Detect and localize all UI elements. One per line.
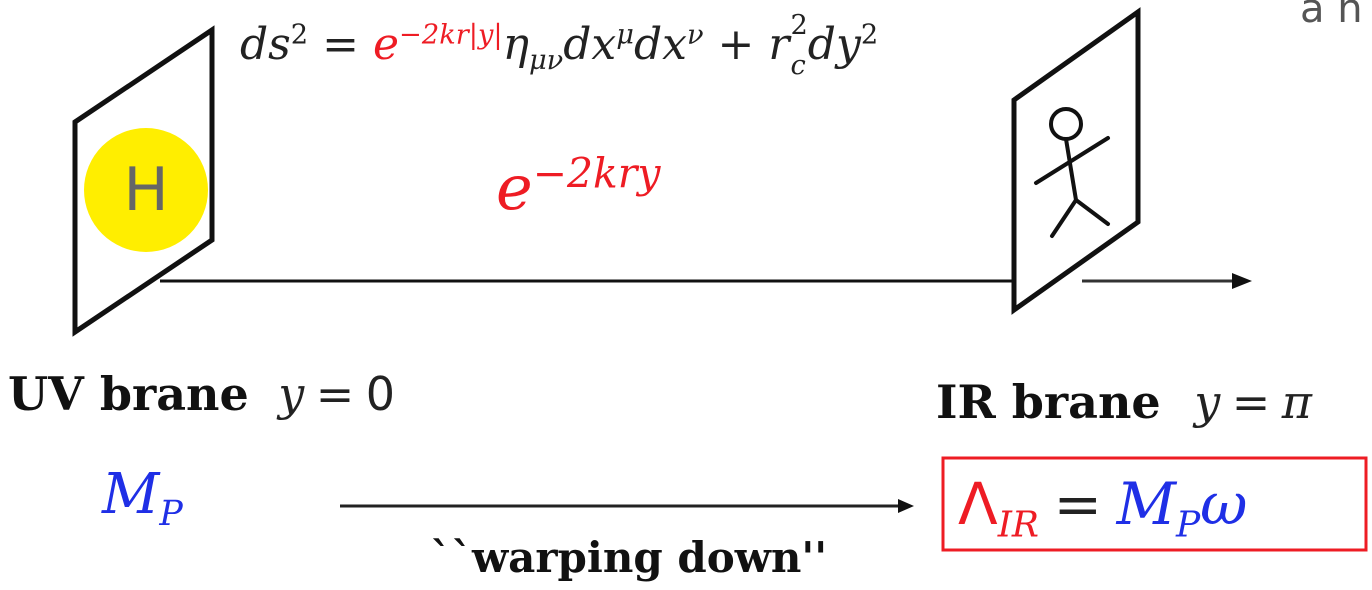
metric-dx-mu: dx — [563, 19, 617, 70]
extra-dimension-arrowhead — [1232, 273, 1252, 289]
ir-coord-eq: = — [1231, 375, 1271, 429]
metric-eta-sub: μν — [528, 44, 564, 76]
warping-down-label: ``warping down'' — [430, 533, 828, 582]
observer-stick-figure-icon — [1034, 107, 1110, 238]
metric-dx-nu: dx — [633, 19, 687, 70]
metric-ds-exp: 2 — [290, 19, 309, 51]
metric-plus: + — [717, 19, 755, 70]
higgs-label: H — [123, 155, 169, 225]
ir-brane-label: IR brane — [936, 375, 1161, 429]
uv-coord-eq: = — [315, 367, 355, 421]
corner-text: a n — [1300, 0, 1363, 32]
ir-brane-plane — [1011, 7, 1141, 315]
lambda-sub: IR — [997, 504, 1039, 546]
planck-mass-label: MP — [102, 462, 183, 535]
metric-eta: η — [502, 19, 529, 70]
lambda-ir-box — [941, 456, 1368, 552]
warp-factor-label: e−2kry — [496, 149, 661, 224]
uv-coord-val: 0 — [365, 367, 396, 421]
metric-rc: r — [768, 19, 790, 70]
ir-coord-val: π — [1281, 375, 1312, 429]
uv-coord-var: y — [278, 367, 305, 421]
metric-warp-factor: e−2kr|y| — [372, 19, 503, 70]
metric-ds: ds — [240, 19, 291, 70]
metric-equals: = — [322, 19, 359, 70]
ir-coord-var: y — [1194, 375, 1221, 429]
lambda-ir-formula: ΛIR = MPω — [958, 470, 1248, 546]
ir-brane-caption: IR brane y = π — [936, 372, 1312, 433]
metric-dy: dy — [807, 19, 861, 70]
lambda-eq: = — [1053, 470, 1103, 538]
lambda-omega: ω — [1200, 470, 1248, 538]
lambda-symbol: Λ — [958, 470, 998, 538]
warping-arrowhead — [898, 499, 914, 513]
uv-brane-caption: UV brane y = 0 — [8, 364, 395, 425]
lambda-mp: M — [1116, 470, 1176, 538]
higgs-circle — [84, 128, 208, 252]
uv-brane-label: UV brane — [8, 367, 249, 421]
